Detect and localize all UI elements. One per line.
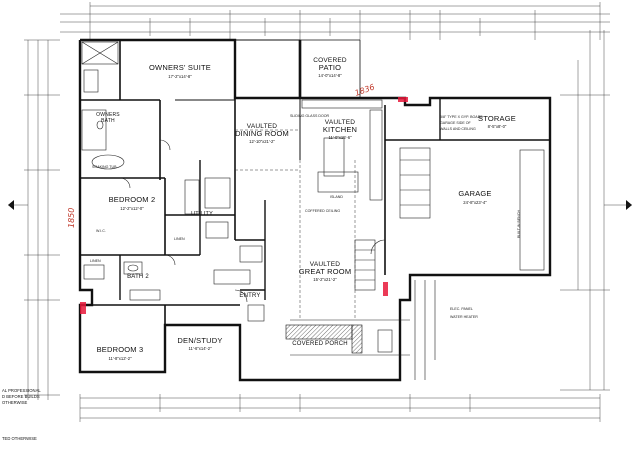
- svg-text:17'-2"x14'-8": 17'-2"x14'-8": [168, 74, 192, 79]
- svg-text:STORAGE: STORAGE: [478, 114, 516, 123]
- svg-text:KITCHEN: KITCHEN: [323, 125, 357, 134]
- svg-text:GARAGE SIDE OF: GARAGE SIDE OF: [440, 121, 472, 125]
- fixtures: [81, 41, 545, 380]
- room-vaulted-dining: VAULTED DINING ROOM 12'-10"x21'-2": [235, 123, 289, 144]
- svg-text:GARAGE: GARAGE: [458, 189, 491, 198]
- svg-text:OTHERWISE: OTHERWISE: [2, 400, 27, 405]
- svg-text:D BEFORE BUILDS: D BEFORE BUILDS: [2, 394, 40, 399]
- svg-text:WALLS AND CEILING: WALLS AND CEILING: [440, 127, 476, 131]
- interior-walls: [80, 40, 550, 325]
- room-covered-patio: COVERED PATIO 14'-0"x14'-8": [313, 57, 347, 78]
- svg-text:12'-2"x12'-0": 12'-2"x12'-0": [120, 206, 144, 211]
- svg-text:AL PROFESSIONAL: AL PROFESSIONAL: [2, 388, 41, 393]
- room-storage: STORAGE 8'-5"x8'-0": [478, 114, 516, 129]
- svg-text:ISLAND: ISLAND: [330, 195, 343, 199]
- left-dimension-lines: [8, 39, 60, 400]
- top-dimension-lines: [60, 2, 610, 40]
- svg-text:5/8" TYPE X GYP. BOARD: 5/8" TYPE X GYP. BOARD: [440, 115, 483, 119]
- marker-left: [80, 302, 86, 314]
- room-bedroom-2: BEDROOM 2 12'-2"x12'-0": [109, 195, 156, 211]
- svg-text:11'-8"x12'-2": 11'-8"x12'-2": [108, 356, 132, 361]
- svg-text:COFFERED CEILING: COFFERED CEILING: [305, 209, 340, 213]
- svg-text:SOAKING TUB: SOAKING TUB: [92, 165, 117, 169]
- room-vaulted-great-room: VAULTED GREAT ROOM 15'-2"x21'-2": [299, 261, 352, 282]
- room-den-study: DEN/STUDY 11'-6"x14'-2": [177, 336, 222, 351]
- svg-text:LINEN: LINEN: [174, 237, 185, 241]
- svg-text:BEDROOM 3: BEDROOM 3: [97, 345, 144, 354]
- svg-text:COVERED: COVERED: [313, 57, 347, 64]
- exterior-walls: [78, 38, 552, 382]
- svg-text:15'-2"x21'-2": 15'-2"x21'-2": [313, 277, 337, 282]
- svg-text:COVERED PORCH: COVERED PORCH: [292, 341, 348, 347]
- room-owners-suite: OWNERS' SUITE 17'-2"x14'-8": [149, 63, 211, 79]
- marker-right: [398, 97, 408, 102]
- plan-notes: SLIDING GLASS DOOR 5/8" TYPE X GYP. BOAR…: [90, 114, 521, 319]
- svg-text:BATH 2: BATH 2: [127, 274, 149, 280]
- svg-text:ENTRY: ENTRY: [239, 293, 260, 299]
- room-vaulted-kitchen: VAULTED KITCHEN 11'-0"x15'-6": [323, 119, 357, 140]
- room-entry: ENTRY: [239, 293, 260, 299]
- room-utility: UTILITY: [191, 211, 213, 217]
- svg-text:VAULTED: VAULTED: [325, 119, 356, 126]
- svg-text:DEN/STUDY: DEN/STUDY: [177, 336, 222, 345]
- top-ticks: [89, 2, 601, 40]
- svg-text:VAULTED: VAULTED: [310, 261, 341, 268]
- svg-text:BUILT-IN BENCH: BUILT-IN BENCH: [517, 210, 521, 238]
- svg-text:11'-0"x15'-6": 11'-0"x15'-6": [328, 135, 352, 140]
- svg-text:OWNERS' SUITE: OWNERS' SUITE: [149, 63, 211, 72]
- room-bath-2: BATH 2: [127, 274, 149, 280]
- svg-text:LINEN: LINEN: [90, 259, 101, 263]
- svg-text:WATER HEATER: WATER HEATER: [450, 315, 478, 319]
- svg-text:GREAT ROOM: GREAT ROOM: [299, 267, 352, 276]
- bottom-dimension-lines: [79, 394, 601, 422]
- svg-text:VAULTED: VAULTED: [247, 123, 278, 130]
- handwritten-note-right: 1836: [354, 82, 376, 97]
- svg-text:DINING ROOM: DINING ROOM: [235, 129, 289, 138]
- room-bedroom-3: BEDROOM 3 11'-8"x12'-2": [97, 345, 144, 361]
- room-owners-bath: OWNERS BATH: [96, 112, 120, 124]
- svg-text:12'-10"x21'-2": 12'-10"x21'-2": [249, 139, 275, 144]
- footer-notes: AL PROFESSIONAL D BEFORE BUILDS OTHERWIS…: [2, 388, 41, 441]
- svg-text:TED OTHERWISE: TED OTHERWISE: [2, 436, 37, 441]
- svg-text:UTILITY: UTILITY: [191, 211, 213, 217]
- handwritten-note-left: 1850: [67, 208, 76, 228]
- room-covered-porch: COVERED PORCH: [292, 341, 348, 347]
- room-garage: GARAGE 24'-8"x23'-4": [458, 189, 491, 205]
- right-dimension-lines: [560, 30, 632, 391]
- svg-text:W.I.C.: W.I.C.: [96, 229, 106, 233]
- svg-text:PATIO: PATIO: [319, 63, 341, 72]
- svg-text:ELEC. PANEL: ELEC. PANEL: [450, 307, 473, 311]
- svg-text:24'-8"x23'-4": 24'-8"x23'-4": [463, 200, 487, 205]
- svg-text:8'-5"x8'-0": 8'-5"x8'-0": [488, 124, 507, 129]
- svg-text:11'-6"x14'-2": 11'-6"x14'-2": [188, 346, 212, 351]
- svg-text:BEDROOM 2: BEDROOM 2: [109, 195, 156, 204]
- svg-text:OWNERS: OWNERS: [96, 112, 120, 118]
- svg-text:SLIDING GLASS DOOR: SLIDING GLASS DOOR: [290, 114, 330, 118]
- svg-text:14'-0"x14'-8": 14'-0"x14'-8": [318, 73, 342, 78]
- svg-text:BATH: BATH: [101, 118, 115, 124]
- marker-mid: [383, 282, 388, 296]
